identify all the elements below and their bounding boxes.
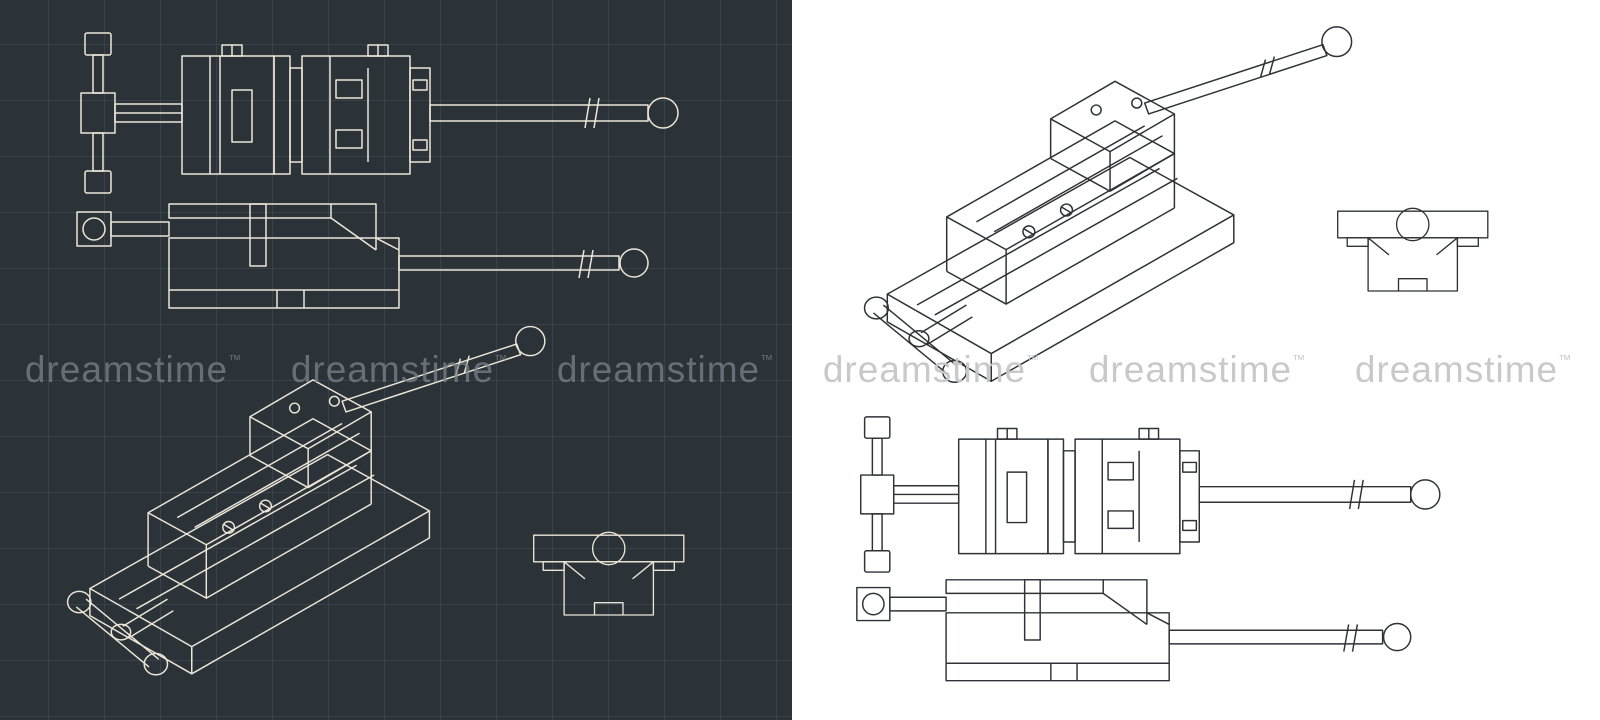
vise-front-view-blueprint [80, 32, 679, 194]
light-drawing-panel [792, 0, 1600, 720]
vise-front-view-light [860, 416, 1441, 573]
vise-side-view-blueprint [76, 203, 649, 309]
vise-end-detail-light [1337, 207, 1489, 292]
vise-isometric-view-light [863, 26, 1353, 384]
vise-side-view-light [856, 579, 1412, 682]
dark-blueprint-panel [0, 0, 792, 720]
vise-end-detail-blueprint [533, 531, 685, 616]
vise-isometric-view-blueprint [66, 325, 546, 676]
